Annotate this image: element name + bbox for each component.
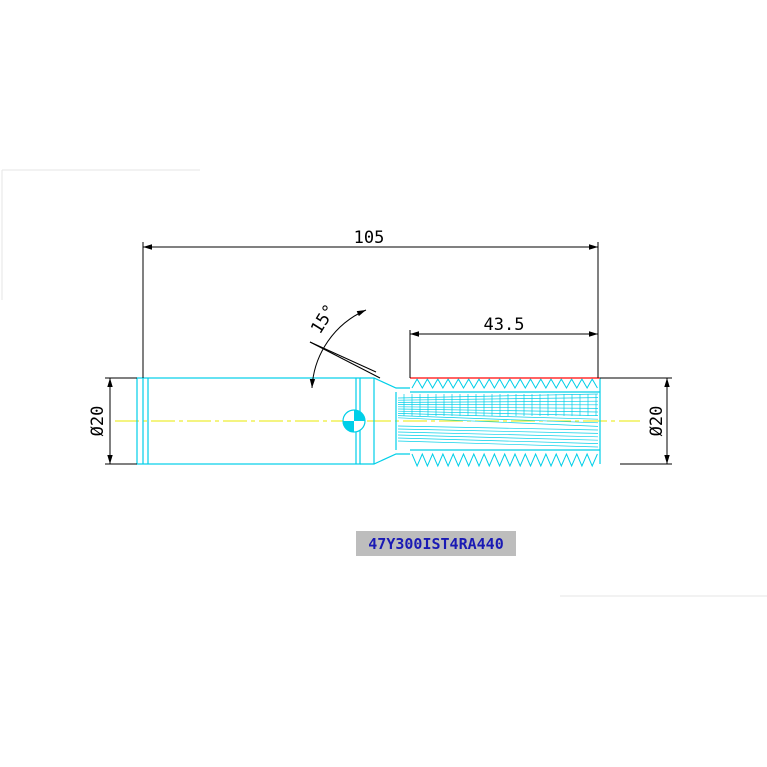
thread-teeth: [411, 377, 598, 468]
part-number-bg: [356, 531, 516, 556]
dim-43-5-text: 43.5: [484, 315, 525, 335]
center-mark: [342, 409, 366, 433]
sheet-border: [1, 169, 767, 597]
dim-angle-arc: [309, 309, 367, 389]
thread-top: [411, 377, 598, 390]
thread-bottom: [411, 452, 598, 468]
dim-dia-right-text: Ø20: [647, 406, 667, 437]
part-number-text: 47Y300IST4RA440: [368, 535, 503, 553]
flute-hatch: [397, 393, 599, 448]
dim-dia-left-text: Ø20: [88, 406, 108, 437]
dimension-lines: [105, 242, 672, 465]
dim-105-text: 105: [354, 228, 385, 248]
